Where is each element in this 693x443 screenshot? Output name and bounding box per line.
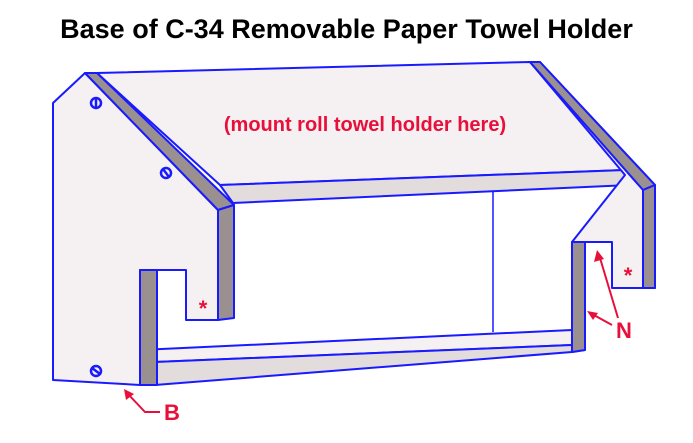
left-panel-slot-edge [139, 269, 158, 386]
left-panel-front-edge [217, 204, 235, 321]
asterisk-left: * [199, 296, 208, 321]
diagram-title: Base of C-34 Removable Paper Towel Holde… [60, 14, 633, 44]
screw-icon [89, 364, 103, 378]
screw-icon [159, 166, 173, 180]
annotation-mount: (mount roll towel holder here) [224, 114, 506, 136]
arrow-b [124, 389, 160, 413]
label-b: B [164, 400, 180, 425]
right-panel-back-edge [642, 184, 656, 289]
right-panel-front-edge [571, 241, 586, 353]
asterisk-right: * [624, 263, 633, 288]
label-n: N [616, 318, 632, 343]
screw-icon [89, 96, 103, 110]
arrow-n-slot [594, 250, 619, 319]
arrow-n-edge [587, 311, 613, 326]
